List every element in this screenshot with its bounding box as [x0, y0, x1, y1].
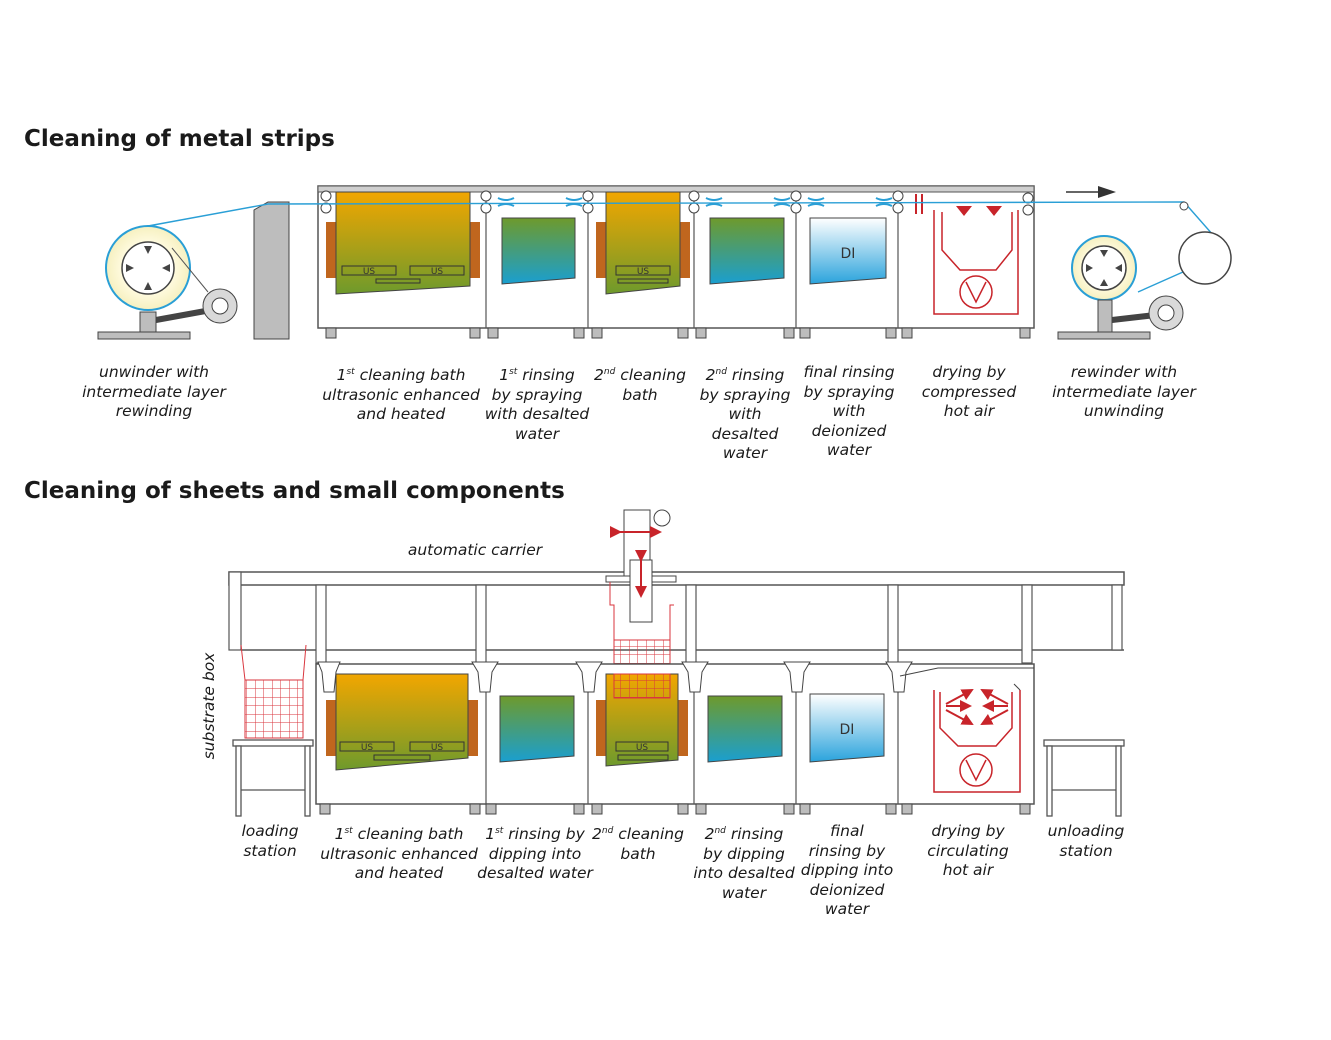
strip-caption-final-rinsing: final rinsing by spraying with deionized…: [803, 363, 895, 459]
us-label: US: [363, 267, 376, 277]
strip-caption-unwinder: unwinder with intermediate layer rewindi…: [82, 363, 226, 420]
strip-caption-cleaning-bath-1: 1st cleaning bath ultrasonic enhanced an…: [322, 366, 480, 424]
us-label: US: [636, 743, 649, 753]
us-label: US: [637, 267, 650, 277]
sheet-caption-unloading: unloading station: [1047, 822, 1125, 860]
strips-section-title: Cleaning of metal strips: [24, 126, 335, 152]
di-label: DI: [840, 722, 855, 738]
strip-caption-rinsing-2: 2nd rinsing by spraying with desalted wa…: [699, 366, 791, 463]
sheet-caption-rinsing-1: 1st rinsing by dipping into desalted wat…: [477, 825, 593, 883]
sheet-caption-cleaning-bath-2: 2nd cleaning bath: [592, 825, 684, 863]
sheet-caption-cleaning-bath-1: 1st cleaning bath ultrasonic enhanced an…: [320, 825, 478, 883]
us-label: US: [361, 743, 374, 753]
sheet-caption-loading: loading station: [241, 822, 299, 860]
strip-caption-rinsing-1: 1st rinsing by spraying with desalted wa…: [484, 366, 590, 443]
automatic-carrier-label: automatic carrier: [408, 541, 544, 559]
sheet-caption-drying: drying by circulating hot air: [927, 822, 1009, 879]
strip-caption-rewinder: rewinder with intermediate layer unwindi…: [1052, 363, 1196, 420]
sheet-caption-final-rinsing: final rinsing by dipping into deionized …: [800, 822, 894, 918]
substrate-box-label: substrate box: [200, 652, 218, 760]
strip-caption-cleaning-bath-2: 2nd cleaning bath: [594, 366, 686, 404]
rewinder-machine: [1057, 231, 1232, 340]
us-label: US: [431, 743, 444, 753]
us-label: US: [431, 267, 444, 277]
strip-caption-drying: drying by compressed hot air: [921, 363, 1017, 420]
sheet-line-diagram: automatic carrier substrate box: [200, 509, 1125, 817]
strip-line-diagram: US US US DI: [97, 185, 1232, 340]
sheet-caption-rinsing-2: 2nd rinsing by dipping into desalted wat…: [693, 825, 795, 902]
di-label: DI: [841, 246, 856, 262]
unwinder-machine: [97, 201, 290, 340]
sheets-section-title: Cleaning of sheets and small components: [24, 478, 565, 504]
